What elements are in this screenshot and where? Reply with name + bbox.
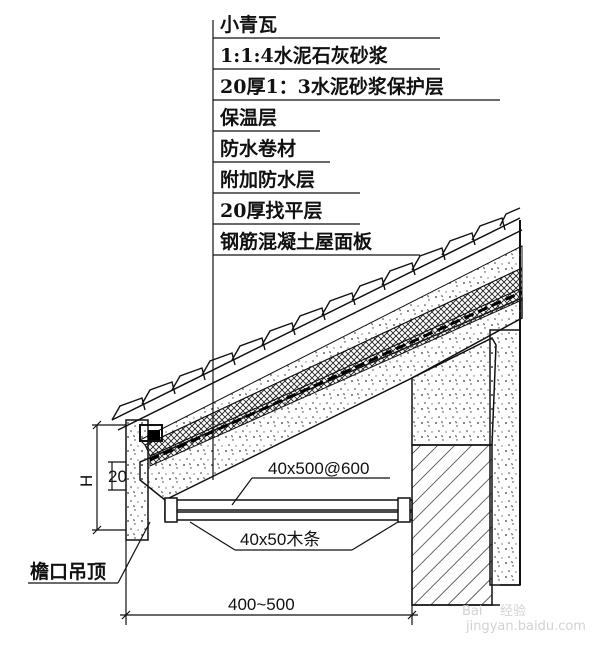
svg-text:jingyan.baidu.com: jingyan.baidu.com xyxy=(465,619,586,634)
wall-concrete xyxy=(411,220,521,586)
layer-labels: 小青瓦 1:1:4水泥石灰砂浆 20厚1：3水泥砂浆保护层 保温层 防水卷材 附… xyxy=(219,14,444,253)
eave-ceiling-battens xyxy=(164,497,413,523)
label-separators xyxy=(213,37,500,256)
layer-label-2: 1:1:4水泥石灰砂浆 xyxy=(220,44,389,67)
offset-dim-label: 20 xyxy=(108,467,127,486)
eave-ceiling-label: 檐口吊顶 xyxy=(30,560,106,583)
watermark: Bai 经验 jingyan.baidu.com xyxy=(462,603,586,634)
brick-wall xyxy=(411,444,500,606)
height-dimension xyxy=(92,420,126,535)
height-dim-label: H xyxy=(77,475,96,487)
batten-top-label: 40x500@600 xyxy=(268,459,369,478)
layer-label-8: 钢筋混凝土屋面板 xyxy=(220,230,373,253)
layer-label-5: 防水卷材 xyxy=(220,137,296,160)
layer-label-7: 20厚找平层 xyxy=(220,200,322,222)
layer-label-1: 小青瓦 xyxy=(220,14,277,36)
membrane-dashed-line xyxy=(149,290,523,462)
roof-tiles xyxy=(111,207,523,431)
svg-text:Bai: Bai xyxy=(462,604,483,619)
layer-label-6: 附加防水层 xyxy=(220,168,315,191)
batten-bottom-label: 40x50木条 xyxy=(240,530,320,549)
layer-label-3: 20厚1：3水泥砂浆保护层 xyxy=(220,75,444,98)
width-dimension xyxy=(120,540,418,625)
width-dim-label: 400~500 xyxy=(228,595,295,614)
layer-label-4: 保温层 xyxy=(219,106,277,129)
eave-fascia xyxy=(125,419,163,541)
svg-text:经验: 经验 xyxy=(500,603,526,619)
